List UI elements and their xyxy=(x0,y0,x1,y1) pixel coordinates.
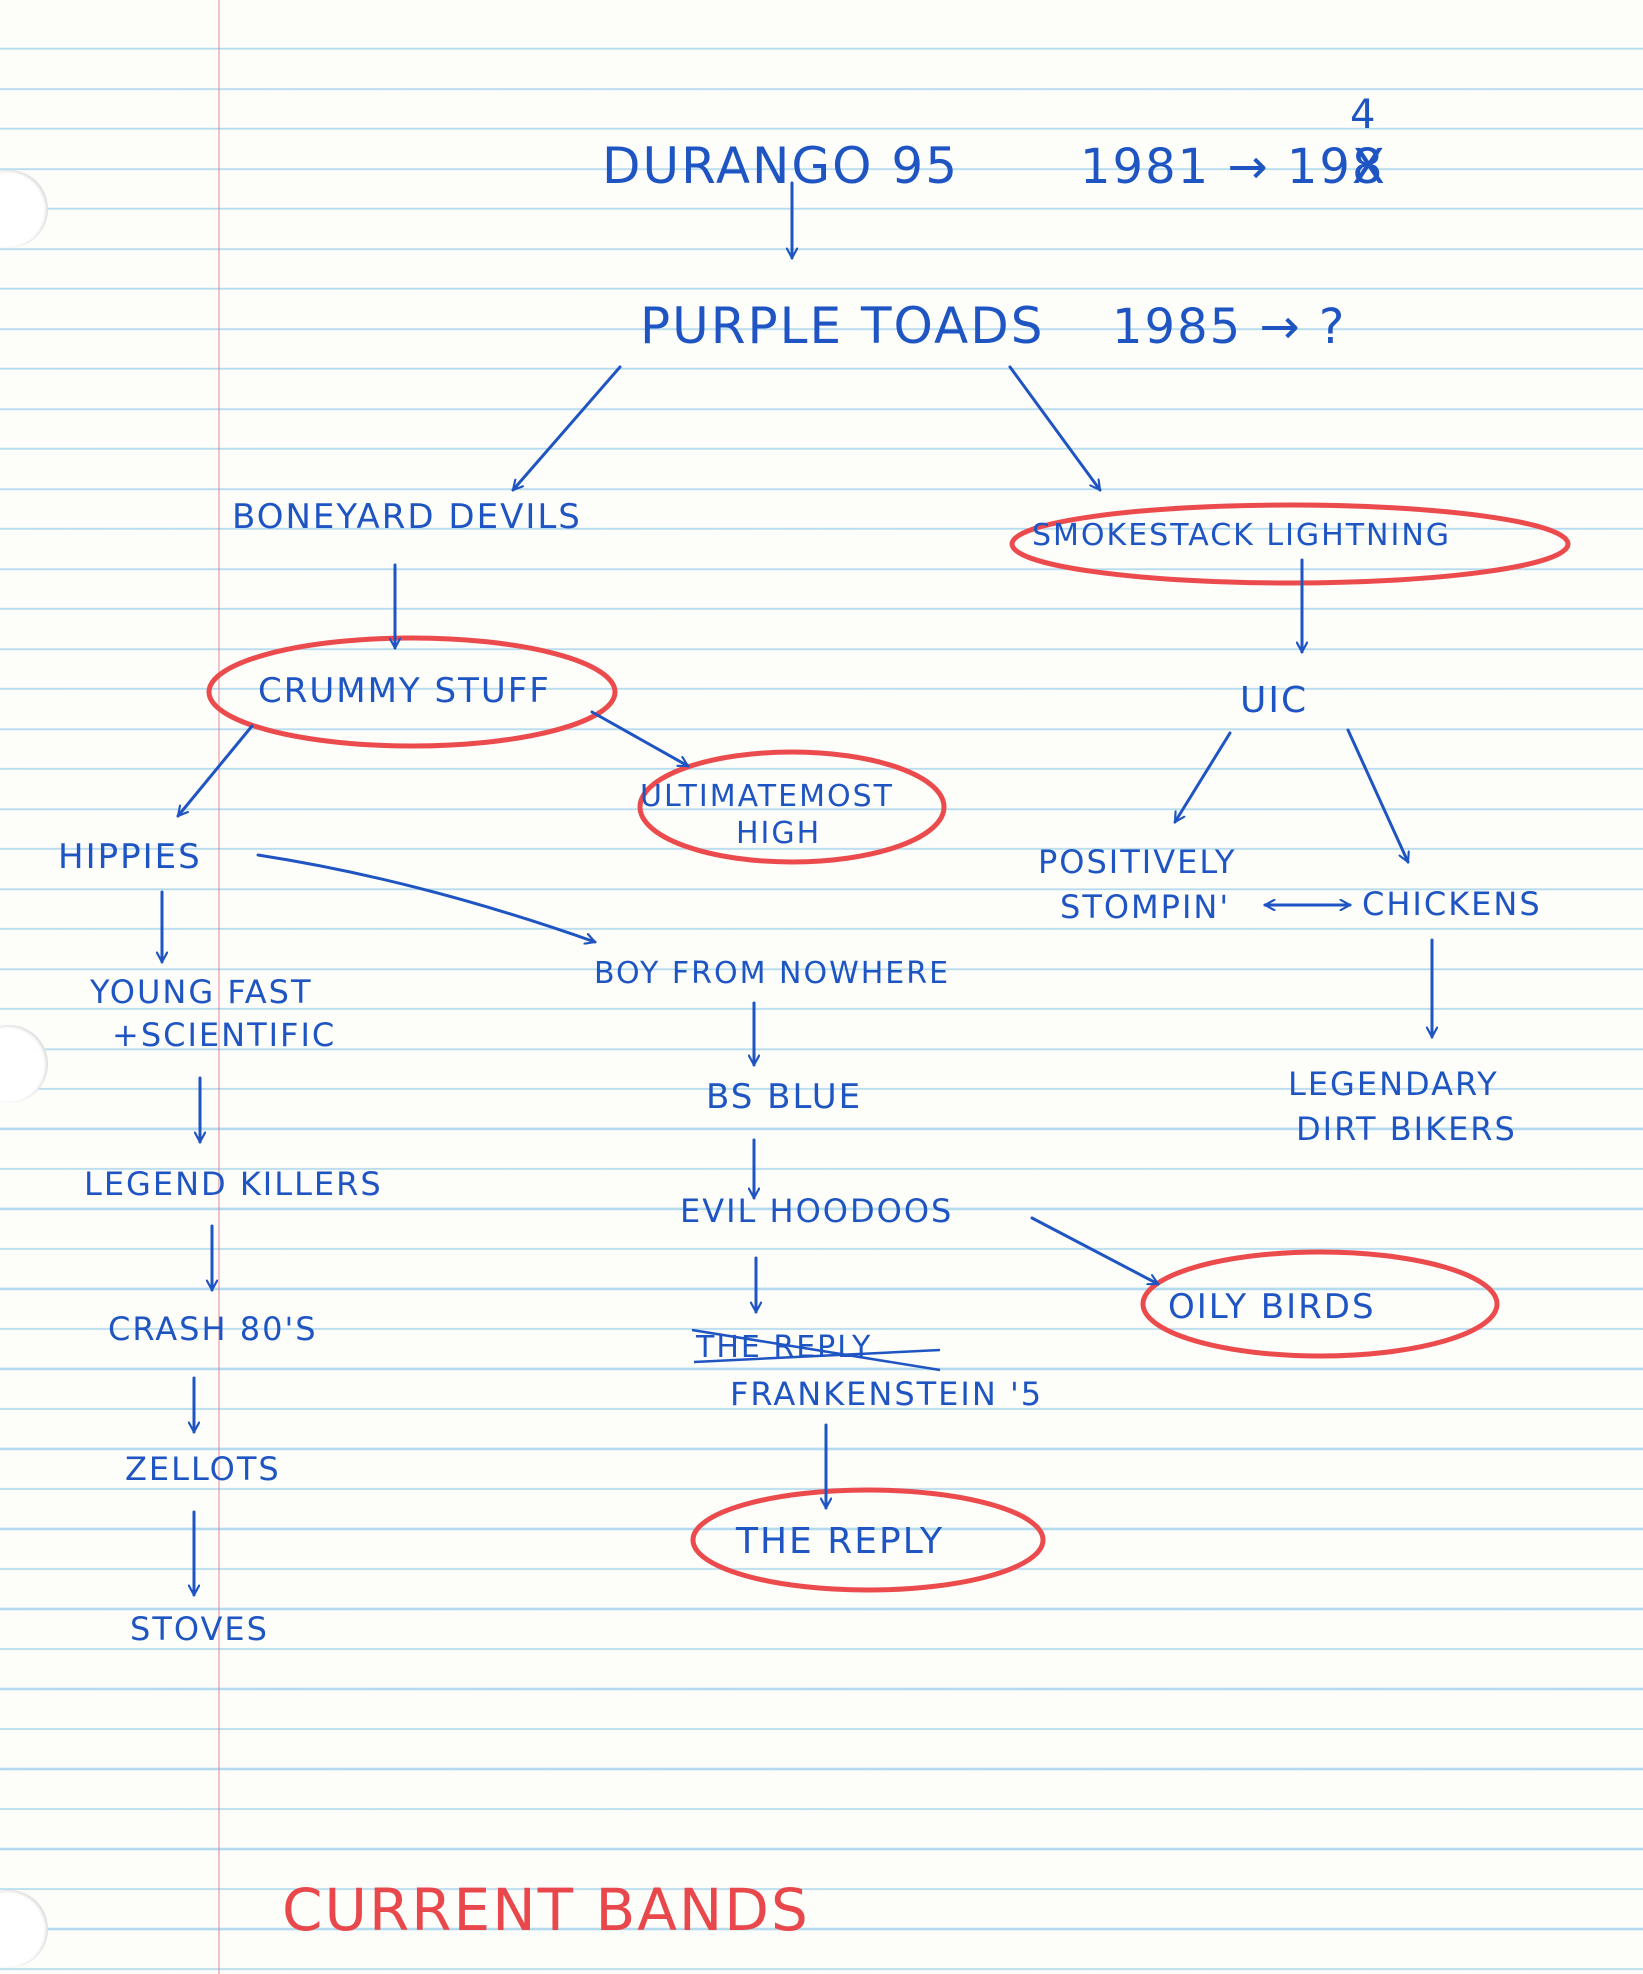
current-band-circle xyxy=(206,635,618,749)
edge-purple-boneyard xyxy=(511,365,622,490)
node-stoves: STOVES xyxy=(130,1610,269,1648)
margin-line xyxy=(218,0,220,1974)
node-legend-killers: LEGEND KILLERS xyxy=(84,1165,383,1203)
node-chickens: CHICKENS xyxy=(1362,885,1542,923)
node-crummy-stuff: CRUMMY STUFF xyxy=(258,671,551,711)
node-bs-blue: BS BLUE xyxy=(706,1077,862,1117)
node-positively-line1: POSITIVELY xyxy=(1038,843,1236,881)
node-durango-95: DURANGO 95 xyxy=(602,137,959,195)
current-band-circle xyxy=(690,1487,1046,1593)
node-legendary-line2: DIRT BIKERS xyxy=(1296,1110,1517,1148)
node-boy-from-nowhere: BOY FROM NOWHERE xyxy=(594,956,950,991)
node-positively-line2: STOMPIN' xyxy=(1060,888,1230,926)
node-oily-birds: OILY BIRDS xyxy=(1168,1287,1376,1327)
current-band-circle xyxy=(1009,502,1571,586)
node-frankenstein-5: FRANKENSTEIN '5 xyxy=(730,1375,1043,1413)
node-legendary-line1: LEGENDARY xyxy=(1288,1065,1499,1103)
node-durango-years: 1981 → 198 xyxy=(1080,139,1385,195)
durango-year-correction: 4 xyxy=(1350,92,1377,138)
current-band-circle xyxy=(1140,1249,1500,1359)
strikethrough xyxy=(693,1348,941,1364)
node-purple-years: 1985 → ? xyxy=(1112,299,1346,355)
node-boneyard-devils: BONEYARD DEVILS xyxy=(232,497,582,537)
node-ultimatemost-line2: HIGH xyxy=(736,816,821,851)
edge-evil-oily xyxy=(1030,1216,1158,1286)
node-purple-toads: PURPLE TOADS xyxy=(640,297,1044,355)
edge-crummy-ultimatemost xyxy=(590,710,688,768)
node-the-reply: THE REPLY xyxy=(735,1521,944,1562)
current-band-circle xyxy=(637,749,947,865)
node-hippies: HIPPIES xyxy=(58,837,202,877)
node-uic: UIC xyxy=(1240,680,1308,721)
edge-uic-chickens xyxy=(1346,728,1408,862)
strikethrough xyxy=(691,1328,941,1372)
durango-year-crossed: X xyxy=(1352,139,1387,195)
node-evil-hoodoos: EVIL HOODOOS xyxy=(680,1192,953,1230)
node-smokestack-lightning: SMOKESTACK LIGHTNING xyxy=(1032,518,1451,553)
edge-crummy-hippies xyxy=(176,724,254,816)
node-young-fast-line1: YOUNG FAST xyxy=(89,973,313,1011)
node-zellots: ZELLOTS xyxy=(125,1450,281,1488)
edge-uic-positively xyxy=(1173,731,1232,822)
node-young-fast-line2: +SCIENTIFIC xyxy=(112,1016,336,1054)
edge-hippies-boy xyxy=(256,853,595,942)
edge-purple-smokestack xyxy=(1008,365,1102,490)
legend-current-bands: CURRENT BANDS xyxy=(282,1876,810,1944)
node-ultimatemost-line1: ULTIMATEMOST xyxy=(640,779,894,814)
node-crash-80s: CRASH 80'S xyxy=(108,1310,318,1348)
